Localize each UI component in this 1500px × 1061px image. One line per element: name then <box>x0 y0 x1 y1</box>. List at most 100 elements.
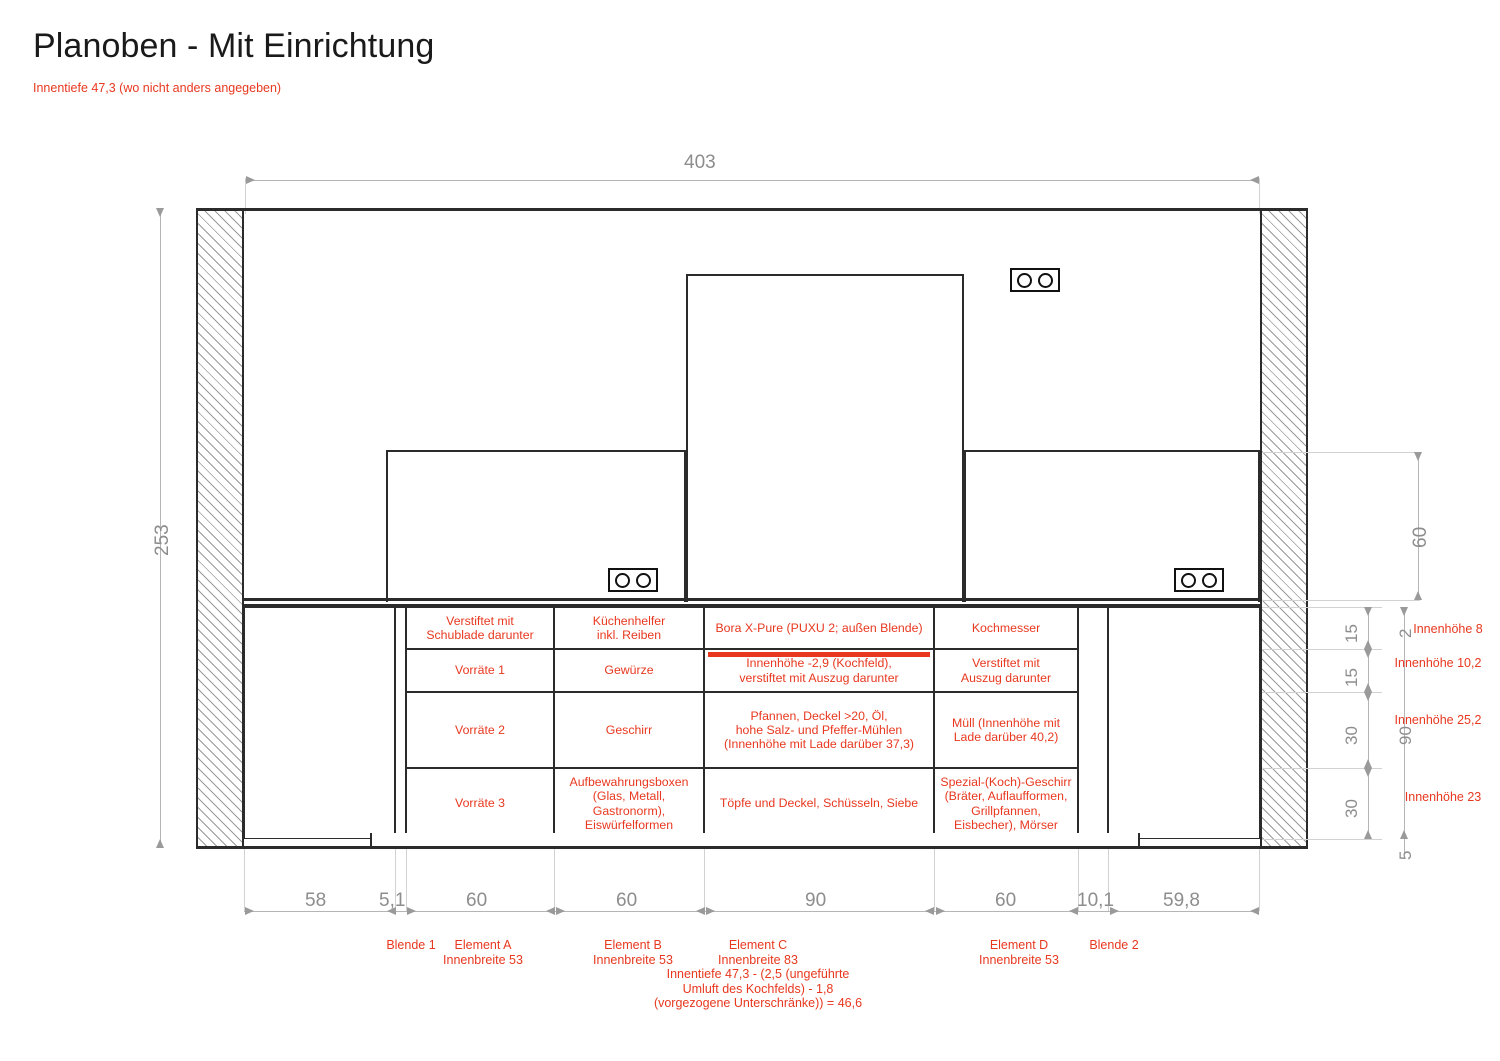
bot-arw-0l <box>387 907 396 915</box>
dim-line-right-60 <box>1418 452 1419 600</box>
chain-arrow-2d <box>1364 692 1372 701</box>
page-title: Planoben - Mit Einrichtung <box>33 27 435 65</box>
dim-line-bottom <box>244 911 1259 912</box>
cabinet-cell-c1: Bora X-Pure (PUXU 2; außen Blende) <box>704 607 934 649</box>
blende-1-strip <box>395 607 406 839</box>
ext-chain-line-4 <box>1262 839 1382 840</box>
ext-line-right-60-top <box>1262 452 1420 453</box>
ext-chain-line-0 <box>1262 607 1382 608</box>
dim-bottom-3: 60 <box>616 890 638 911</box>
dim-top-overall: 403 <box>684 152 716 173</box>
innenhoehe-label-1: Innenhöhe 10,2 <box>1394 656 1482 670</box>
cabinet-cell-a4: Vorräte 3 <box>406 768 554 839</box>
dim-bottom-7: 59,8 <box>1163 890 1200 911</box>
chain-arrow-0u <box>1364 640 1372 649</box>
cooktop-bar <box>708 652 930 657</box>
bot-ext-1 <box>395 849 396 911</box>
socket-outlet-icon <box>1181 572 1197 588</box>
dim-line-left <box>160 208 161 848</box>
outer-arrow-top <box>1400 607 1408 616</box>
label-blende-2: Blende 2 <box>1089 938 1139 952</box>
blende-2-strip <box>1078 607 1108 839</box>
dim-bottom-6: 10,1 <box>1077 890 1114 911</box>
bot-ext-0 <box>244 849 245 911</box>
dim-arrow-top-right <box>1250 176 1259 184</box>
worktop-line-lower <box>244 604 1260 607</box>
dim-arrow-right-60-top <box>1414 452 1422 461</box>
dim-arrow-top-left <box>246 176 255 184</box>
dim-left-overall: 253 <box>152 524 173 556</box>
cabinet-cell-b2: Gewürze <box>554 649 704 692</box>
bot-ext-4 <box>704 849 705 911</box>
cabinet-cell-c3: Pfannen, Deckel >20, Öl,hohe Salz- und P… <box>704 692 934 768</box>
label-blende-1: Blende 1 <box>386 938 436 952</box>
power-socket-double-left <box>608 568 658 592</box>
wall-left <box>196 208 244 848</box>
bot-arw-4l <box>1069 907 1078 915</box>
chain-arrow-1d <box>1364 649 1372 658</box>
page-subtitle: Innentiefe 47,3 (wo nicht anders angegeb… <box>33 81 282 95</box>
bot-arw-1r <box>407 907 416 915</box>
bot-ext-2 <box>406 849 407 911</box>
innenhoehe-label-2: Innenhöhe 25,2 <box>1394 713 1482 727</box>
bot-arw-3l <box>925 907 934 915</box>
chain-arrow-3u <box>1364 830 1372 839</box>
cabinet-cell-d4: Spezial-(Koch)-Geschirr(Bräter, Auflauff… <box>934 768 1078 839</box>
chain-arrow-0d <box>1364 607 1372 616</box>
lower-bay-right-empty <box>1108 607 1260 839</box>
power-socket-double-right <box>1174 568 1224 592</box>
dim-line-top <box>245 180 1259 181</box>
dim-bottom-1: 5,1 <box>379 890 406 911</box>
bot-ext-3 <box>554 849 555 911</box>
dim-line-right-outer <box>1404 607 1405 853</box>
ext-line-right-60-bottom <box>1262 600 1420 601</box>
cabinet-cell-c4: Töpfe und Deckel, Schüsseln, Siebe <box>704 768 934 839</box>
dim-bottom-4: 90 <box>805 890 827 911</box>
socket-outlet-icon <box>1017 272 1033 288</box>
plinth <box>370 833 1140 848</box>
ext-line-top-right <box>1259 178 1260 214</box>
cabinet-cell-d1: Kochmesser <box>934 607 1078 649</box>
worktop-line-upper <box>244 598 1260 601</box>
bot-ext-6 <box>1078 849 1079 911</box>
chain-arrow-1u <box>1364 683 1372 692</box>
dim-arrow-left-top <box>156 208 164 217</box>
bot-arw-3r <box>706 907 715 915</box>
bot-ext-8 <box>1259 849 1260 911</box>
ext-chain-line-1 <box>1262 649 1382 650</box>
socket-outlet-icon <box>615 572 631 588</box>
bot-ext-5 <box>934 849 935 911</box>
hood-chimney <box>686 274 964 602</box>
bot-arw-1l <box>546 907 555 915</box>
bot-arw-4r <box>936 907 945 915</box>
lower-bay-left-empty <box>244 607 395 839</box>
ext-chain-line-3 <box>1262 768 1382 769</box>
outer-arrow-bottom <box>1400 830 1408 839</box>
bot-arw-0r <box>245 907 254 915</box>
bot-arw-5r <box>1110 907 1119 915</box>
chain-arrow-3d <box>1364 768 1372 777</box>
bot-ext-7 <box>1108 849 1109 911</box>
dim-bottom-5: 60 <box>995 890 1017 911</box>
innenhoehe-label-0: Innenhöhe 8 <box>1413 622 1483 636</box>
power-socket-double-upper <box>1010 268 1060 292</box>
cabinet-cell-a3: Vorräte 2 <box>406 692 554 768</box>
chain-arrow-2u <box>1364 759 1372 768</box>
cabinet-cell-b4: Aufbewahrungsboxen(Glas, Metall,Gastrono… <box>554 768 704 839</box>
innenhoehe-label-3: Innenhöhe 23 <box>1404 790 1482 804</box>
dim-right-outer-mid: 90 <box>1396 726 1415 745</box>
bot-arw-5l <box>1250 907 1259 915</box>
socket-outlet-icon <box>1037 272 1053 288</box>
dim-right-chain-0: 15 <box>1342 624 1361 643</box>
socket-outlet-icon <box>1201 572 1217 588</box>
socket-outlet-icon <box>635 572 651 588</box>
cabinet-cell-b3: Geschirr <box>554 692 704 768</box>
ext-line-top-left <box>245 178 246 214</box>
